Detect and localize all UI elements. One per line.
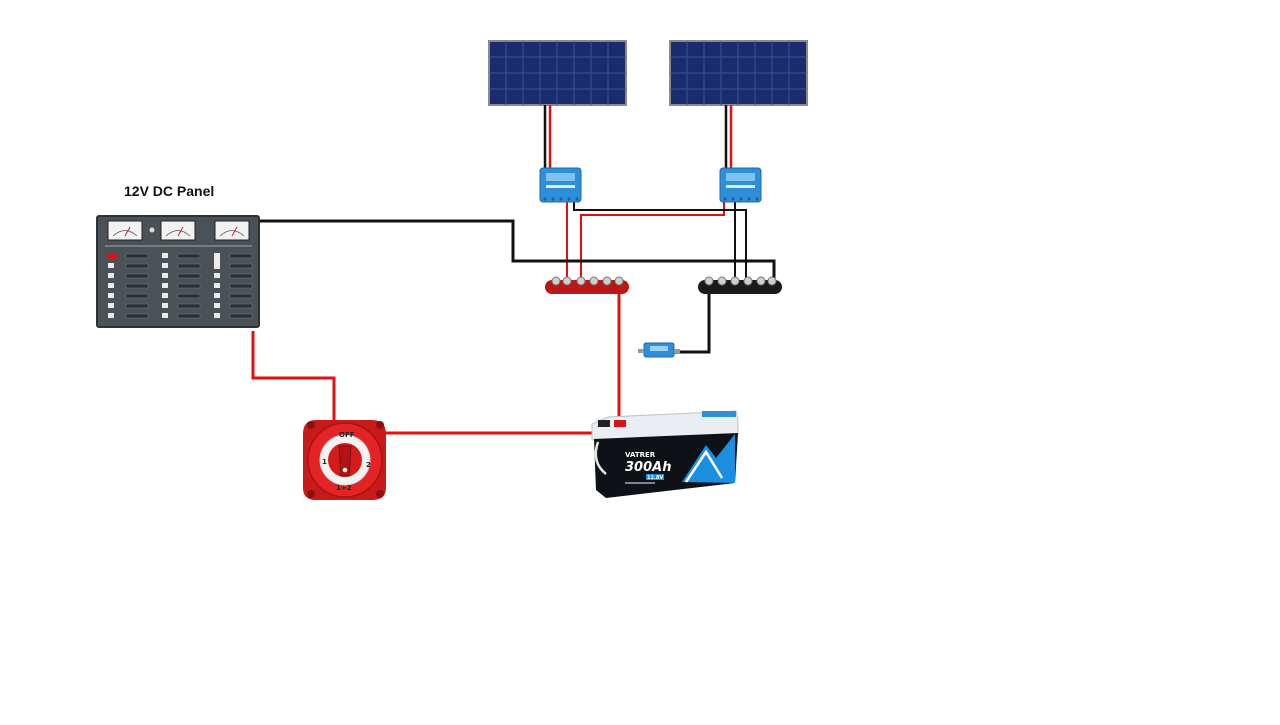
wire-panel-right-to-controller [724, 105, 733, 170]
switch-both-label: 1+2 [336, 484, 352, 492]
wire-panel-left-to-controller [543, 105, 552, 170]
battery-capacity: 300Ah [625, 460, 671, 475]
charge-controller-right [719, 167, 762, 203]
busbar-positive [545, 276, 629, 294]
dc-panel-title: 12V DC Panel [124, 183, 215, 199]
dc-panel-meters [107, 220, 250, 241]
switch-position-1-label: 1 [322, 458, 327, 466]
switch-off-label: OFF [339, 431, 355, 439]
battery-switch: OFF 1 2 1+2 [303, 420, 386, 500]
wire-dc-panel-negative [259, 219, 776, 283]
battery-shunt [638, 342, 680, 358]
wire-controllers-to-busbars [566, 200, 747, 283]
battery-voltage: 12.8V [647, 475, 663, 481]
battery: VATRER 300Ah 12.8V [591, 410, 739, 498]
dc-panel [96, 215, 260, 328]
wire-dc-panel-positive [251, 331, 336, 420]
wire-busbar-negative-to-battery [674, 283, 711, 354]
dc-panel-labels [125, 253, 253, 319]
dc-panel-breakers [108, 253, 220, 318]
charge-controller-left [539, 167, 582, 203]
solar-panel-left [488, 40, 627, 106]
solar-panel-right [669, 40, 808, 106]
busbar-negative [698, 276, 782, 294]
switch-position-2-label: 2 [366, 461, 371, 469]
battery-brand: VATRER [625, 451, 656, 459]
